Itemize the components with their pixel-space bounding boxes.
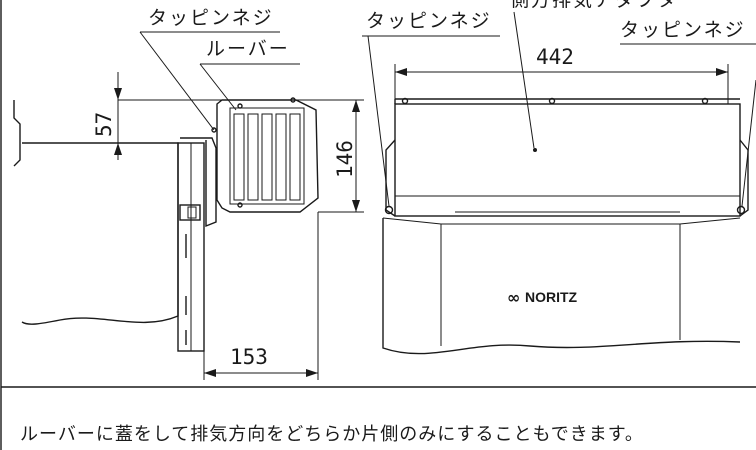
front-view: ∞ NORITZ 442 タッピンネジ 側方排気アダプター タッピンネジ [362, 0, 756, 355]
dim-442-label: 442 [536, 45, 574, 69]
wall-section [21, 142, 179, 325]
side-view: 57 146 153 タッピンネジ ルーバー [13, 7, 364, 380]
callout-louver: ルーバー [199, 38, 300, 111]
screw-left [384, 205, 394, 215]
label-tapping-screw-front-right: タッピンネジ [620, 19, 746, 41]
callout-screw-front-right: タッピンネジ [620, 19, 756, 207]
logo-mark: ∞ [507, 288, 520, 307]
label-tapping-screw-front-left: タッピンネジ [366, 10, 492, 32]
dim-57-label: 57 [92, 112, 116, 137]
louver-body [216, 99, 319, 213]
screw-right [736, 205, 746, 215]
wall-edge [13, 100, 21, 167]
label-tapping-screw-side: タッピンネジ [148, 7, 274, 29]
caption: ルーバーに蓋をして排気方向をどちらか片側のみにすることもできます。 [20, 424, 644, 445]
label-exhaust-adapter: 側方排気アダプター [510, 0, 699, 11]
exhaust-adapter-box [394, 103, 741, 217]
dim-153-label: 153 [230, 345, 268, 369]
louver-slats [233, 113, 301, 201]
dim-146-label: 146 [333, 140, 357, 178]
label-louver: ルーバー [206, 38, 290, 60]
heater-body [382, 218, 741, 355]
clamp [179, 204, 201, 221]
logo-text: NORITZ [525, 289, 578, 305]
brand-logo: ∞ NORITZ [507, 288, 578, 307]
dim-153: 153 [203, 212, 319, 380]
dim-442: 442 [394, 45, 729, 104]
dim-146: 146 [296, 99, 364, 213]
callout-screw-side: タッピンネジ [139, 7, 280, 131]
dim-57: 57 [92, 72, 222, 160]
callout-exhaust-adapter: 側方排気アダプター [510, 0, 699, 149]
duct-adapter [180, 137, 217, 228]
callout-screw-front-left: タッピンネジ [362, 10, 500, 207]
